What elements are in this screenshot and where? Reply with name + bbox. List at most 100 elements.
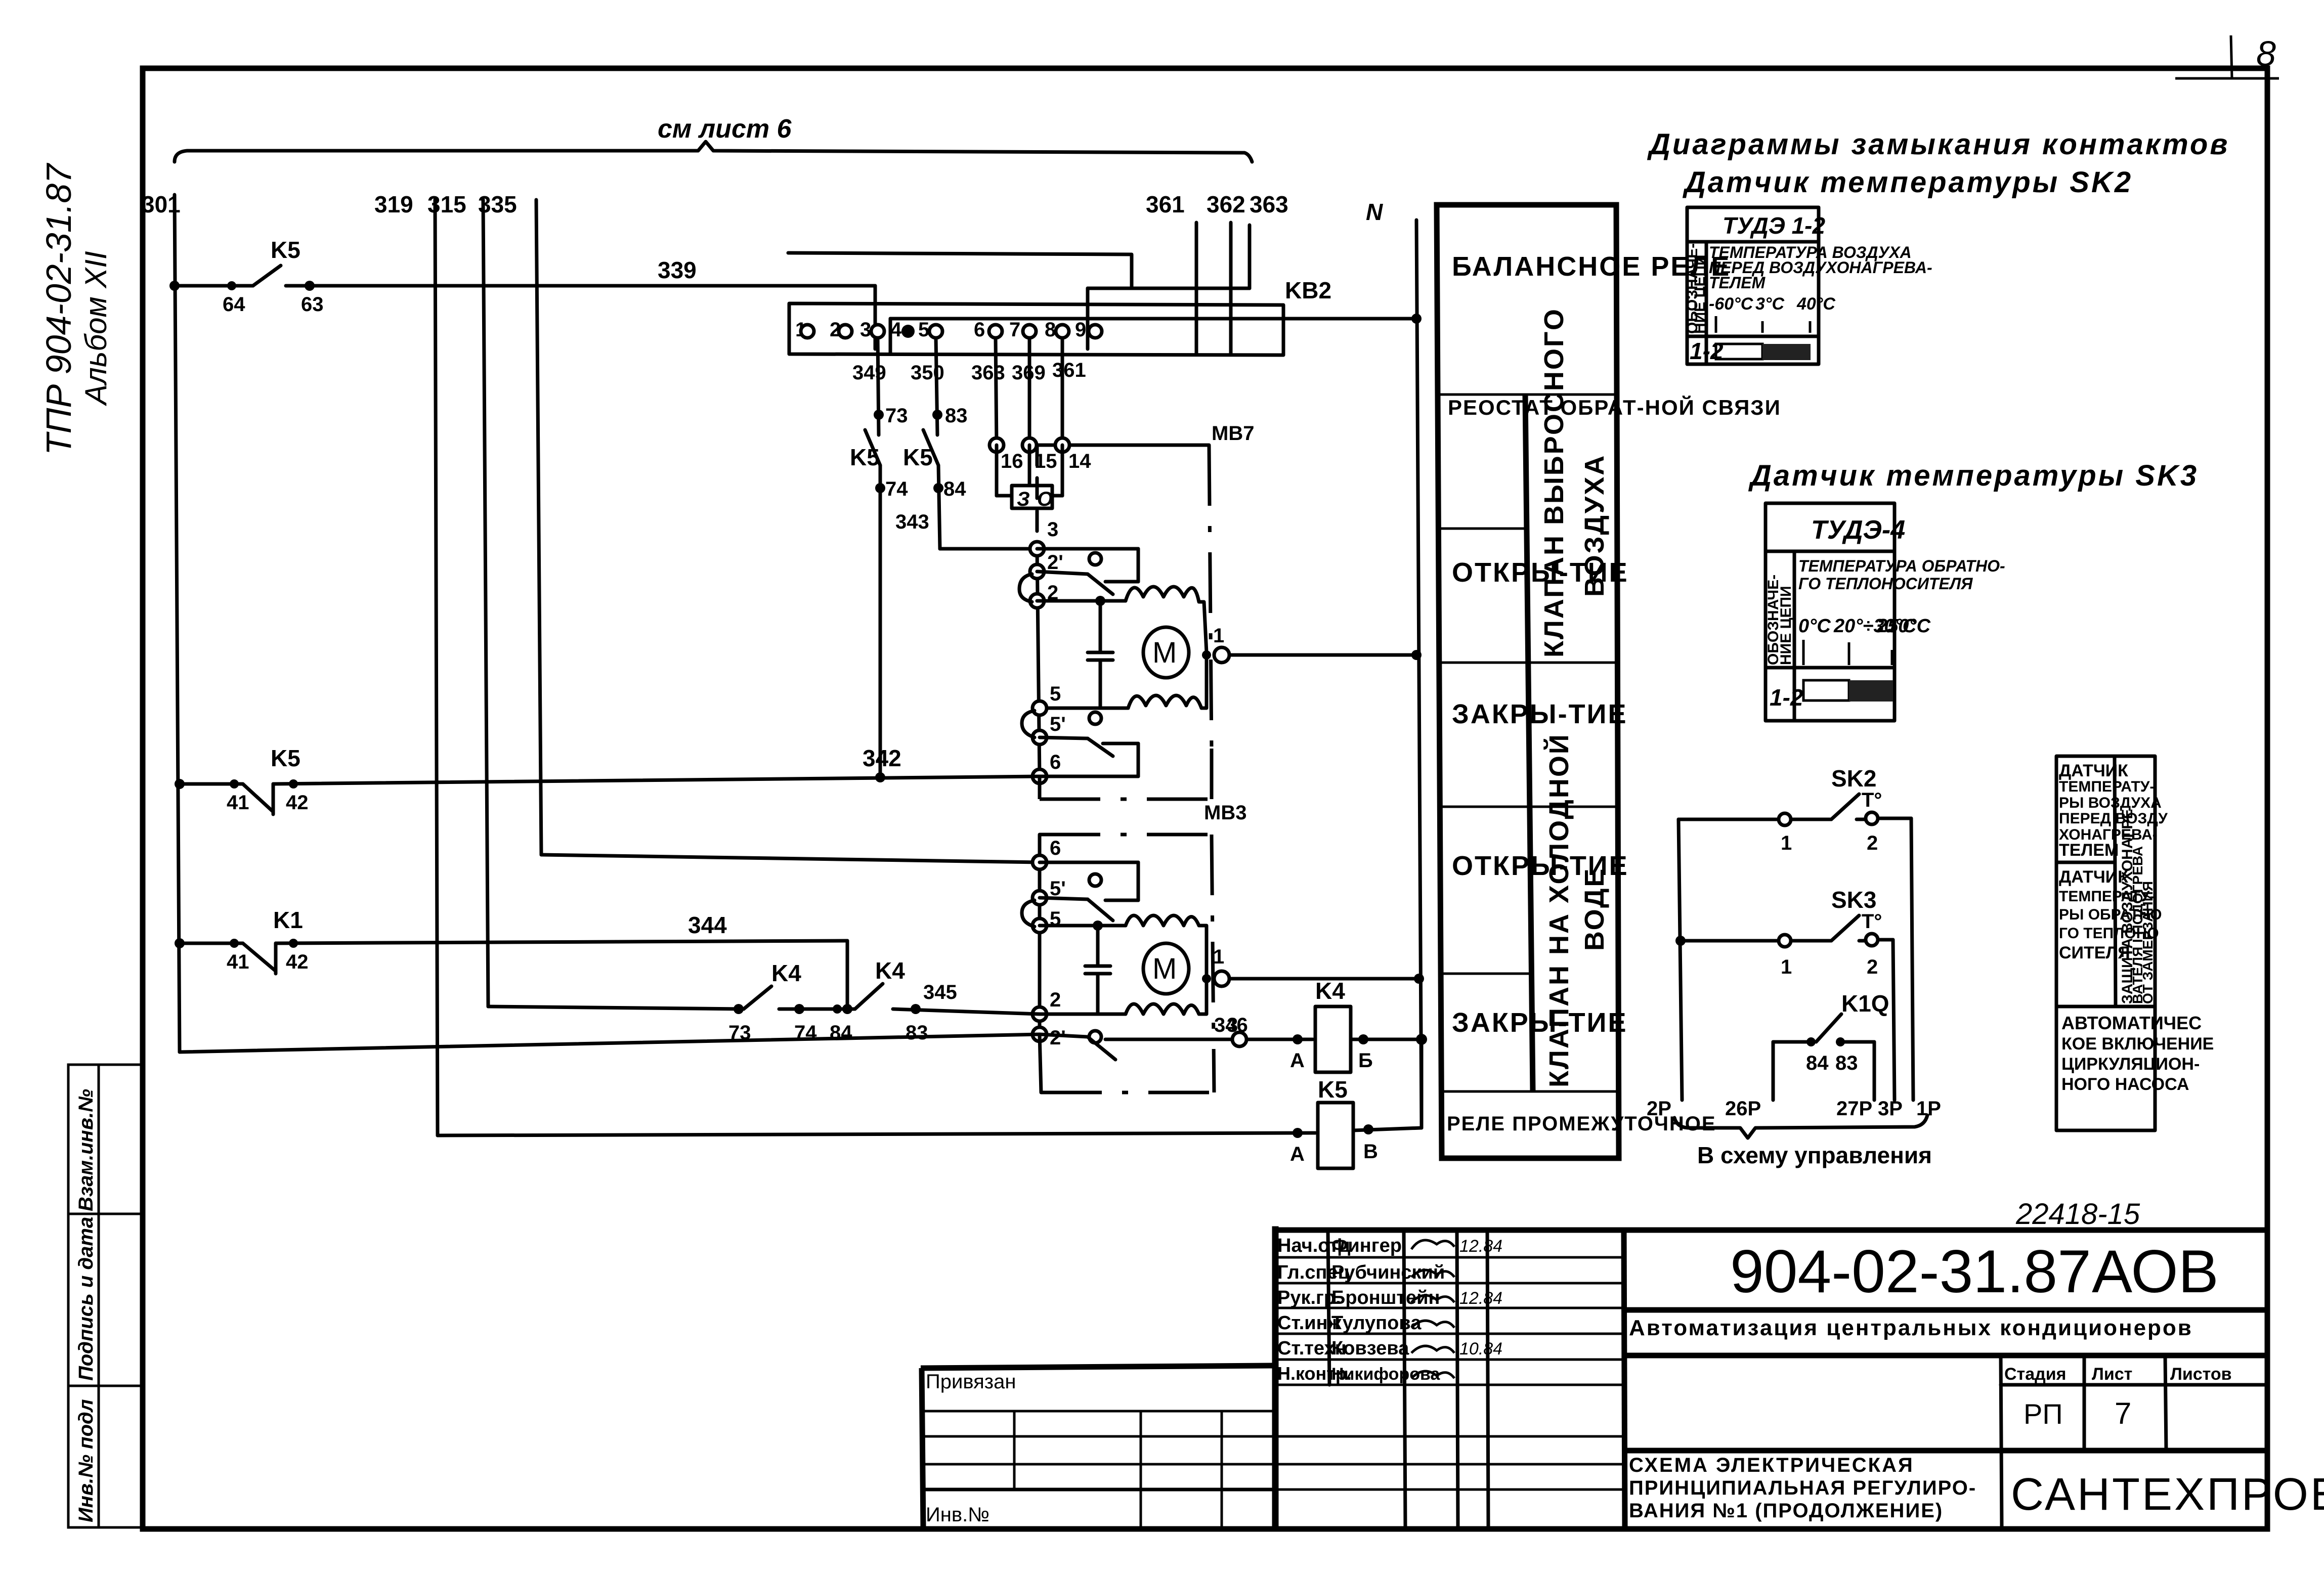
doc-mark: АОВ: [2092, 1238, 2219, 1305]
legend-group1-line1: КЛАПАН ВЫБРОСНОГО: [1539, 308, 1569, 658]
terminal-label: 84: [943, 478, 966, 500]
sk2-diagram: ТУДЭ 1-2 ОБОЗНАЧЕ- НИЕ ЦЕПИ ТЕМПЕРАТУРА …: [1684, 205, 1932, 366]
sk2-description: ПЕРЕД ВОЗДУХОНАГРЕВА-: [1709, 258, 1932, 277]
legend-row-balance-relay: БАЛАНСНОЕ РЕЛЕ: [1452, 251, 1731, 282]
terminal-label: 14: [1068, 450, 1091, 472]
kb2-block: KB2 1 2 3 4 5 6 7 8 9: [786, 251, 1331, 357]
signature-row: Гл.спец Рубчинский: [1277, 1262, 1445, 1283]
signature-date: 12.84: [1459, 1237, 1502, 1256]
function-text: ТЕМПЕРАТУ-: [2059, 888, 2155, 905]
output-label-3p: 3P: [1878, 1098, 1903, 1120]
signature-date: 12.84: [1459, 1289, 1502, 1308]
relay-k5-label: K5: [1318, 1076, 1348, 1103]
mb7-motor-label: M: [1152, 636, 1177, 669]
legend-row-close-2: ЗАКРЫ-ТИЕ: [1452, 1007, 1627, 1038]
wire-label-339: 339: [658, 257, 697, 283]
side-stamp: ТПР 904-02-31.87 Альбом XII: [39, 162, 113, 455]
wire-label-349: 349: [852, 362, 886, 384]
sk2-device: ТУДЭ 1-2: [1723, 212, 1825, 239]
terminal-label: 1: [1781, 956, 1792, 978]
function-text: ДАТЧИК: [2059, 761, 2128, 780]
margin-label-signature-date: Подпись и дата: [75, 1217, 97, 1381]
drawing-title-line3: ВАНИЯ №1 (ПРОДОЛЖЕНИЕ): [1629, 1500, 1943, 1522]
terminal-label: 1: [1213, 946, 1224, 968]
relay-terminal-label: А: [1290, 1049, 1305, 1072]
signature-role: Ст.техн: [1277, 1338, 1347, 1359]
drawing-title-line1: СХЕМА ЭЛЕКТРИЧЕСКАЯ: [1629, 1454, 1914, 1476]
function-text: ГО ТЕПЛОНО: [2059, 925, 2159, 942]
sk2-side-label: ОБОЗНАЧЕ-: [1684, 243, 1701, 334]
sk3-temp-symbol: T°: [1862, 910, 1882, 933]
terminal-label: 41: [227, 951, 249, 973]
terminal-label: 3: [1227, 1014, 1238, 1036]
doc-code: 904-02-31.87: [1730, 1238, 2091, 1305]
function-sk3-desc: ДАТЧИК ТЕМПЕРАТУ- РЫ ОБРАТНО ГО ТЕПЛОНО …: [2059, 867, 2162, 962]
signature-role: Н.контр.: [1277, 1363, 1352, 1384]
function-text: ДАТЧИК: [2059, 867, 2128, 887]
signature-scribbles: [1410, 1239, 1455, 1379]
side-stamp-line1: ТПР 904-02-31.87: [39, 162, 78, 455]
contact-k5-mid-label: K5: [271, 745, 300, 771]
contact-k5-b-label: K5: [903, 444, 933, 470]
sk3-scale-mid: 20°÷30°C: [1833, 616, 1917, 637]
wire-label-361: 361: [1052, 359, 1086, 381]
ref-note: см лист 6: [658, 114, 792, 144]
terminal-label: 2: [1867, 956, 1878, 978]
signature-date: 10.84: [1459, 1339, 1502, 1359]
relay-terminal-label: В: [1363, 1141, 1378, 1163]
stage-header: Стадия: [2004, 1365, 2066, 1384]
mb3-actuator: MB3 6 5' 5 M: [1020, 802, 1424, 1094]
legend-row-close-1: ЗАКРЫ-ТИЕ: [1452, 699, 1627, 729]
function-text: ПЕРЕД ВОЗДУ: [2059, 810, 2168, 827]
sk3-closed-bar: [1849, 680, 1893, 702]
contact-diagrams: Диаграммы замыкания контактов Датчик тем…: [1647, 128, 2227, 723]
contact-k5-top-label: K5: [271, 237, 300, 263]
terminal-label: 84: [1806, 1052, 1829, 1074]
sk2-title: Датчик температуры SK2: [1682, 166, 2133, 199]
wire-label-343: 343: [895, 511, 929, 533]
terminal-label: 2: [1050, 989, 1061, 1011]
legend-group2-line2: ВОДЕ: [1579, 867, 1610, 951]
function-text: КОЕ ВКЛЮЧЕНИЕ: [2061, 1034, 2214, 1054]
relay-terminal-label: А: [1290, 1143, 1305, 1165]
rail-319: [433, 198, 440, 1137]
legend-group1-line2: ВОЗДУХА: [1579, 454, 1610, 597]
title-block: 22418-15 Привязан Инв.№ Нач.отд Финге: [919, 1198, 2324, 1530]
sk3-scale-max: 250°C: [1876, 616, 1931, 637]
sk3-title: Датчик температуры SK3: [1748, 459, 2199, 492]
kb2-terminal-label: 9: [1075, 319, 1086, 341]
function-text: СИТЕЛЯ: [2059, 943, 2130, 962]
organization: САНТЕХПРОЕКТ: [2011, 1469, 2324, 1520]
terminal-label: 15: [1035, 450, 1057, 472]
contact-k4-b-label: K4: [875, 957, 905, 984]
wire-label-346: 346: [1214, 1014, 1248, 1036]
sk2-contact-label: SK2: [1831, 765, 1876, 792]
signature-name: Тулупова: [1331, 1312, 1422, 1334]
function-group-line1: ЗАЩИТА ВОЗДУХОНАГРЕ: [2119, 809, 2136, 1004]
wire-label-344: 344: [688, 912, 727, 938]
signature-name: Фингер: [1331, 1235, 1402, 1256]
sk3-circuit: 1-2: [1770, 684, 1803, 711]
contact-k1-label: K1: [273, 907, 303, 933]
relay-terminal-label: Б: [1358, 1049, 1373, 1072]
terminal-label: 42: [286, 951, 309, 973]
function-text: ТЕЛЕМ: [2059, 841, 2119, 860]
signature-name: Ковзева: [1331, 1338, 1409, 1359]
wire-label-345: 345: [923, 981, 957, 1003]
kb2-terminal-label: 3: [860, 319, 871, 341]
terminal-label: 2': [1050, 1027, 1066, 1049]
terminal-label: 73: [885, 405, 908, 427]
function-text: ХОНАГРЕВА-: [2059, 826, 2158, 843]
wire-label-342: 342: [863, 745, 901, 771]
signature-role: Нач.отд: [1277, 1235, 1351, 1256]
signature-row: Ст.инж Тулупова: [1277, 1312, 1422, 1334]
signature-role: Ст.инж: [1277, 1312, 1342, 1334]
terminal-label: 63: [301, 293, 324, 316]
function-text: АВТОМАТИЧЕС: [2061, 1013, 2202, 1033]
left-margin-table: Взам.инв.№ Подпись и дата Инв.№ подл: [67, 1063, 143, 1529]
sk2-closed-bar: [1762, 344, 1811, 360]
terminal-label: 83: [906, 1022, 928, 1044]
mb7-rheostat: 16 15 14 MB7 З О: [987, 336, 1254, 749]
sheet-header: Лист: [2092, 1365, 2132, 1384]
kb2-terminal-label: 5: [918, 319, 929, 341]
